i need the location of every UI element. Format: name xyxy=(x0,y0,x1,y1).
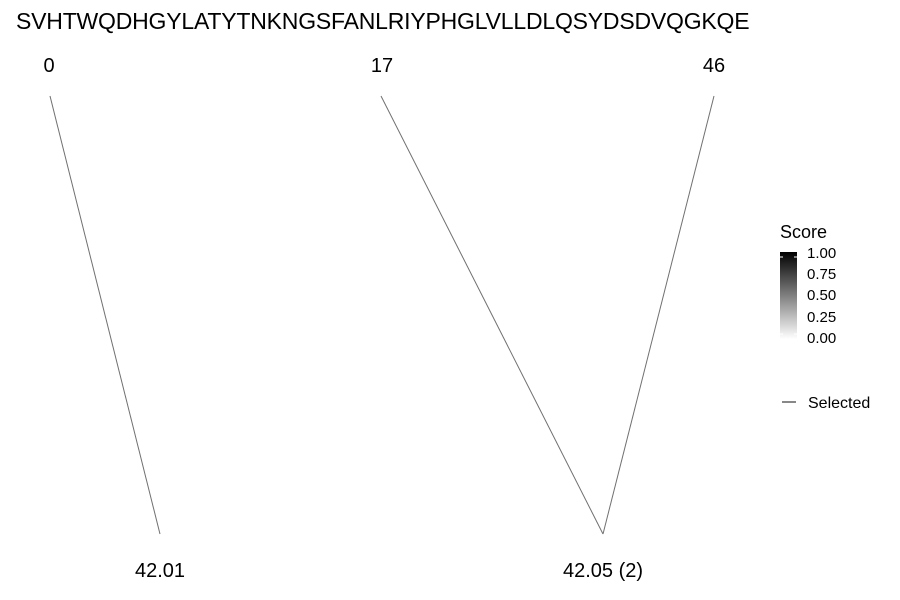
connector-line-0-to-42-01 xyxy=(49,95,161,535)
position-label-17: 17 xyxy=(371,55,393,77)
connector-line-17-to-42-05 xyxy=(380,95,604,535)
connector-line-46-to-42-05 xyxy=(602,95,715,535)
selected-legend-label: Selected xyxy=(808,395,870,412)
legend-tick-0-75: 0.75 xyxy=(807,266,836,283)
mass-label-42-01: 42.01 xyxy=(135,560,185,582)
legend-tick-0-25: 0.25 xyxy=(807,309,836,326)
position-label-0: 0 xyxy=(43,55,54,77)
legend-tick-0-00: 0.00 xyxy=(807,330,836,347)
mass-label-42-05: 42.05 (2) xyxy=(563,560,643,582)
score-gradient-bar xyxy=(780,252,797,339)
legend-title: Score xyxy=(780,222,827,242)
protein-sequence: SVHTWQDHGYLATYTNKNGSFANLRIYPHGLVLLDLQSYD… xyxy=(16,8,749,34)
legend-tick-0-50: 0.50 xyxy=(807,287,836,304)
legend-tick-1-00: 1.00 xyxy=(807,245,836,262)
score-legend: Score 1.00 0.75 0.50 0.25 0.00 Selected xyxy=(780,222,870,412)
position-label-46: 46 xyxy=(703,55,725,77)
